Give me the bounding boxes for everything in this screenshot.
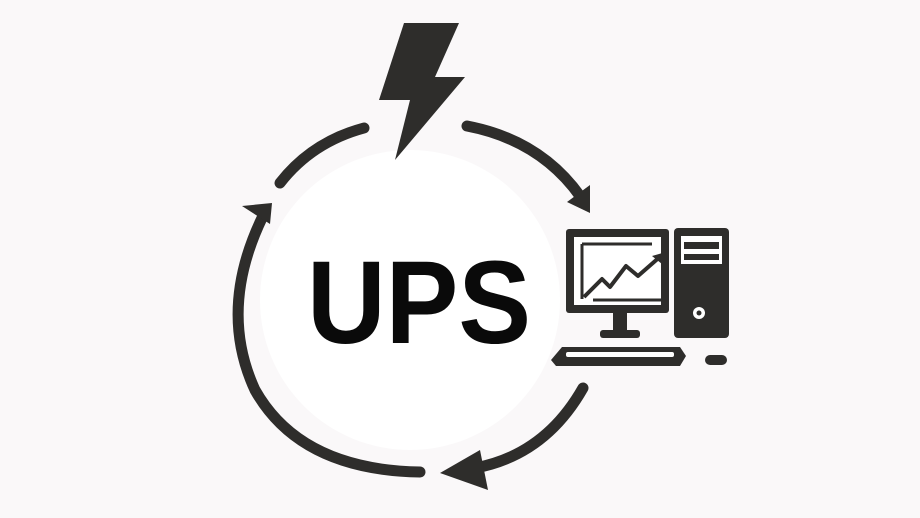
chart-trend-icon <box>582 253 664 299</box>
mouse-icon <box>705 355 727 365</box>
lightning-bolt-icon <box>379 23 465 160</box>
cycle-arc-top-left <box>274 122 370 189</box>
cycle-arrow-bottom-right <box>440 382 589 490</box>
desktop-computer-icon <box>551 228 729 366</box>
cycle-arrow-top-right <box>461 120 590 213</box>
monitor-icon <box>566 229 669 338</box>
center-backdrop <box>260 150 560 450</box>
keyboard-icon <box>551 347 686 366</box>
cycle-arrow-left <box>232 203 426 478</box>
ups-title: UPS <box>307 237 531 369</box>
pc-tower-icon <box>674 228 729 338</box>
